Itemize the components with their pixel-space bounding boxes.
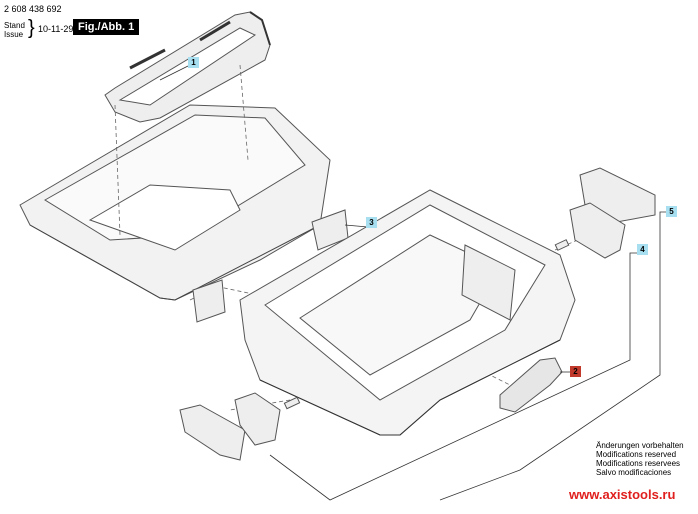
callout-3: 3: [366, 217, 377, 228]
modification-notes: Änderungen vorbehalten Modifications res…: [596, 441, 684, 477]
callout-4: 4: [637, 244, 648, 255]
stand-label: Stand: [4, 21, 25, 30]
callout-1: 1: [188, 57, 199, 68]
case-part: [239, 189, 576, 436]
callout-2: 2: [570, 366, 581, 377]
side-handle-part: [499, 357, 563, 413]
brace: }: [28, 17, 35, 39]
note-fr: Modifications reservees: [596, 459, 681, 468]
figure-label: Fig./Abb. 1: [73, 19, 140, 35]
latch-cover-part: [192, 209, 349, 323]
issue-date: 10-11-29: [38, 24, 74, 34]
website-watermark: www.axistools.ru: [569, 487, 676, 502]
note-de: Änderungen vorbehalten: [596, 441, 684, 450]
note-es: Salvo modificaciones: [596, 468, 672, 477]
part-number: 2 608 438 692: [4, 4, 62, 14]
front-latch-parts: [179, 392, 301, 461]
callout-5: 5: [666, 206, 677, 217]
stand-issue-label: Stand Issue: [4, 21, 25, 39]
right-latch-parts: [554, 167, 656, 259]
note-en: Modifications reserved: [596, 450, 677, 459]
issue-label: Issue: [4, 30, 24, 39]
lid-part: [19, 104, 331, 301]
